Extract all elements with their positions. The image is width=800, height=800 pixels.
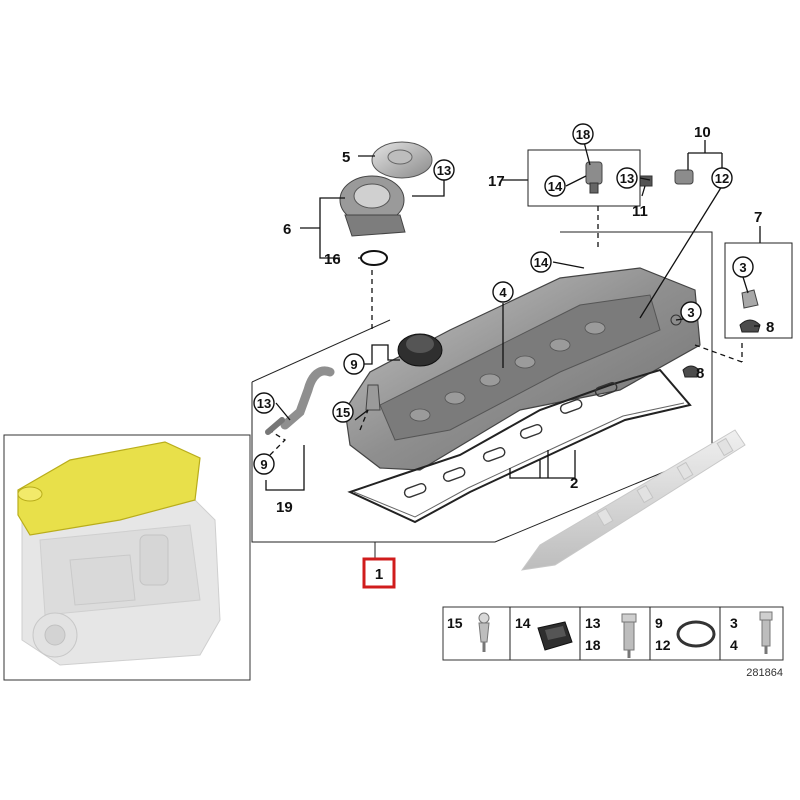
callout-12[interactable]: 12 [711,167,733,189]
highlighted-cylinder-head-cover [17,441,201,536]
callout-13-a[interactable]: 13 [433,159,455,181]
main-assembly-frame [251,231,713,560]
bracket-parts[interactable] [682,289,761,378]
leader-lines [265,140,793,561]
svg-text:1: 1 [375,566,383,583]
svg-text:15: 15 [447,615,463,631]
callout-1-selected[interactable]: 1 [362,557,396,589]
svg-text:4: 4 [499,285,507,300]
callout-18[interactable]: 18 [572,123,594,145]
svg-text:18: 18 [585,637,601,653]
svg-text:3: 3 [730,615,738,631]
sensor-part[interactable] [585,161,603,194]
svg-text:14: 14 [515,615,531,631]
callout-9-b[interactable]: 9 [253,453,275,475]
fuel-rail[interactable] [520,429,746,571]
callout-17[interactable]: 17 [488,173,505,190]
bolt-15[interactable] [365,384,381,411]
svg-text:13: 13 [437,163,451,178]
callouts: 5 6 16 17 10 11 7 8 8 2 19 13 18 14 13 1… [253,123,774,589]
oil-filler-neck[interactable] [339,175,406,237]
legend-cell-3-4[interactable]: 3 4 [730,611,773,654]
o-ring-16[interactable] [360,250,388,266]
gasket-set[interactable] [347,368,692,524]
callout-2[interactable]: 2 [570,475,578,492]
svg-text:13: 13 [585,615,601,631]
callout-3-b[interactable]: 3 [680,301,702,323]
svg-text:14: 14 [548,179,563,194]
reference-number: 281864 [746,667,783,679]
highlighted-oil-cap [17,486,43,502]
callout-10[interactable]: 10 [694,124,711,141]
callout-6[interactable]: 6 [283,221,291,238]
callout-5[interactable]: 5 [342,149,350,166]
callout-3-a[interactable]: 3 [732,256,754,278]
legend-cell-15[interactable]: 15 [447,612,490,652]
callout-13-b[interactable]: 13 [616,167,638,189]
svg-text:15: 15 [336,405,350,420]
legend-cell-14[interactable]: 14 [515,615,573,651]
callout-14-a[interactable]: 14 [544,175,566,197]
engine-block-image [21,499,221,666]
legend-frame [442,606,784,661]
callout-19[interactable]: 19 [276,499,293,516]
svg-text:12: 12 [655,637,671,653]
legend-cell-9-12[interactable]: 9 12 [655,615,716,653]
svg-text:9: 9 [260,457,267,472]
svg-text:13: 13 [257,396,271,411]
svg-text:9: 9 [655,615,663,631]
callout-4[interactable]: 4 [492,281,514,303]
svg-text:4: 4 [730,637,738,653]
cylinder-head-cover[interactable] [344,267,701,471]
svg-text:9: 9 [350,357,357,372]
callout-14-b[interactable]: 14 [530,251,552,273]
callout-13-c[interactable]: 13 [253,392,275,414]
parts-legend: 15 14 13 18 9 12 3 4 [442,606,784,661]
vent-hose[interactable] [265,366,335,435]
engine-overview-inset [3,434,251,681]
callout-8-a[interactable]: 8 [766,319,774,336]
svg-text:14: 14 [534,255,549,270]
svg-text:13: 13 [620,171,634,186]
callout-8-b[interactable]: 8 [696,365,704,382]
oil-filler-cap[interactable] [371,141,433,179]
callout-16[interactable]: 16 [324,251,341,268]
svg-text:3: 3 [687,305,694,320]
svg-text:18: 18 [576,127,590,142]
callout-7[interactable]: 7 [754,209,762,226]
legend-cell-13-18[interactable]: 13 18 [585,613,637,658]
callout-11[interactable]: 11 [632,203,648,220]
callout-9-a[interactable]: 9 [343,353,365,375]
svg-text:12: 12 [715,171,729,186]
svg-text:3: 3 [739,260,746,275]
callout-15[interactable]: 15 [332,401,354,423]
camshaft-sensor[interactable] [639,169,694,187]
